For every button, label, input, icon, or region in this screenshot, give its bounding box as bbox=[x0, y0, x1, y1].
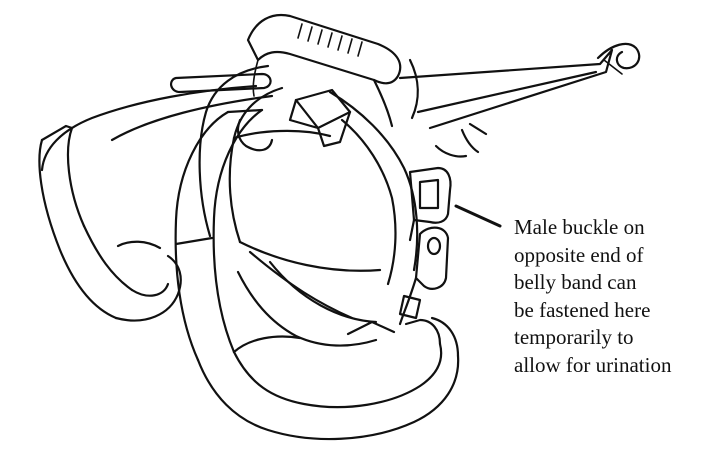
callout-line: allow for urination bbox=[514, 352, 704, 380]
callout-text: Male buckle on opposite end of belly ban… bbox=[514, 214, 704, 380]
callout-line: be fastened here bbox=[514, 297, 704, 325]
harness-frame bbox=[200, 66, 418, 346]
d-ring-fastener bbox=[400, 228, 448, 324]
callout-line: temporarily to bbox=[514, 324, 704, 352]
callout-line: Male buckle on bbox=[514, 214, 704, 242]
callout-line: opposite end of bbox=[514, 242, 704, 270]
leash-strap bbox=[400, 44, 639, 157]
carry-handle bbox=[248, 15, 400, 126]
callout-pointer bbox=[456, 206, 500, 226]
callout-line: belly band can bbox=[514, 269, 704, 297]
